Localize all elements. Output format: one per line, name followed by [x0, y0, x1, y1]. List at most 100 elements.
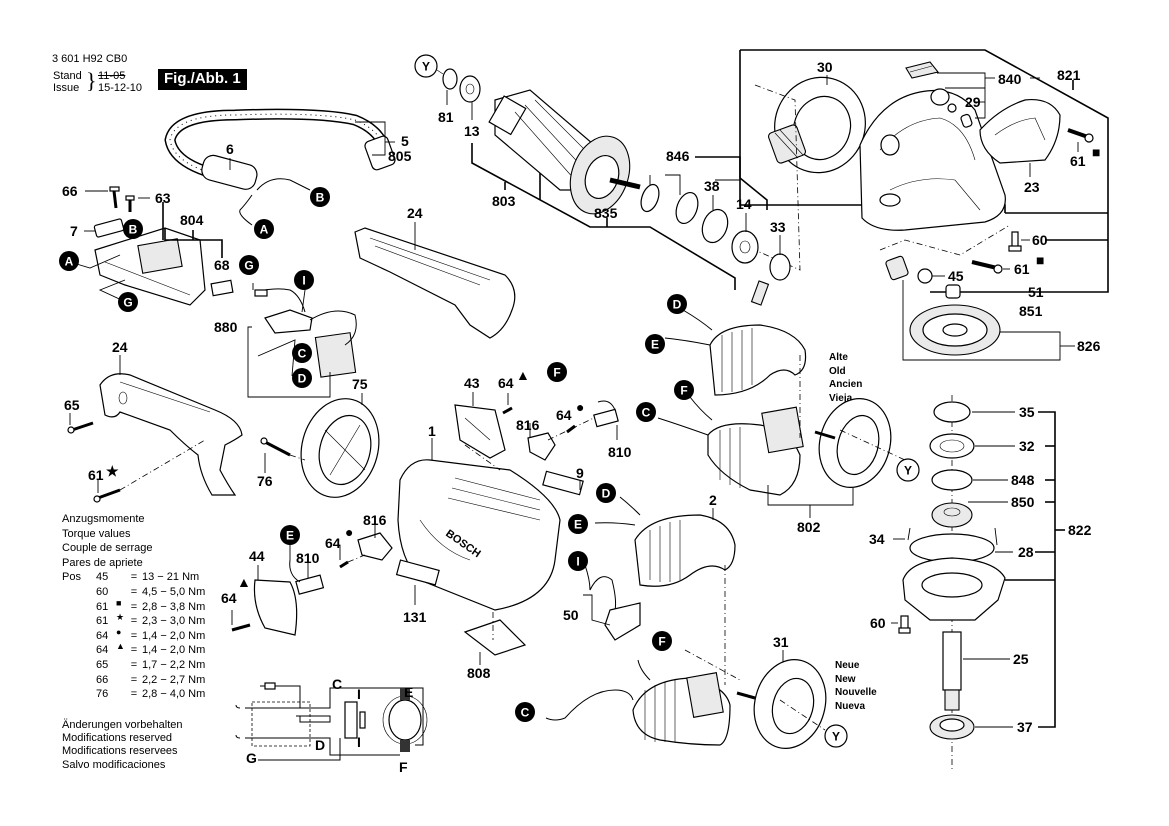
schematic-i-bottom: I: [357, 734, 361, 750]
dash-line: [839, 429, 906, 461]
connector-badge-g: [118, 292, 138, 312]
old-version-label: Alte Old Ancien Vieja: [829, 351, 862, 405]
torque-equals: =: [130, 673, 138, 686]
connector-y-label: Y: [904, 464, 912, 478]
label-31: 31: [773, 634, 789, 650]
schematic-d: D: [315, 737, 325, 753]
torque-equals: =: [130, 585, 138, 598]
dash-line: [289, 454, 306, 461]
part-51-bushing: [945, 284, 961, 299]
label-835: 835: [594, 205, 618, 221]
screw-63: [125, 195, 135, 212]
part-gear-housing: [859, 89, 1006, 231]
new-de: Neue: [835, 660, 860, 671]
label-808: 808: [467, 665, 491, 681]
label-816-left: 816: [363, 512, 387, 528]
part-810-carbon-brush: [593, 408, 619, 428]
issue-date: 15-12-10: [98, 82, 143, 94]
dot-marker: ●: [576, 399, 584, 415]
torque-equals: =: [130, 688, 138, 701]
connector-badge-a: [59, 251, 79, 271]
schematic-i-top: I: [357, 686, 361, 702]
part-848-circlip: [931, 469, 973, 491]
connector-badge-label: B: [316, 191, 325, 205]
screw-64-tri: [502, 406, 513, 415]
connector-badge-label: I: [576, 555, 579, 569]
torque-table: Anzugsmomente Torque values Couple de se…: [62, 512, 205, 702]
label-24-top: 24: [407, 205, 423, 221]
dash-line: [684, 649, 741, 681]
brush-wire: [289, 559, 301, 583]
stand-label: Stand: [53, 70, 82, 82]
torque-title-fr: Couple de serrage: [62, 542, 153, 555]
label-37: 37: [1017, 719, 1033, 735]
part-new-coil-lower: [632, 672, 731, 746]
label-821: 821: [1057, 67, 1081, 83]
label-64-dot: 64: [556, 407, 572, 423]
torque-position: 60: [96, 585, 109, 598]
screw-61-housing: [971, 260, 1003, 274]
dash-line: [347, 554, 366, 563]
screw-61-star: [93, 488, 121, 503]
torque-title-es: Pares de apriete: [62, 556, 143, 569]
part-31-new-baffle: [736, 658, 827, 750]
connector-badge-label: F: [553, 366, 560, 380]
connector-badge-label: C: [521, 706, 530, 720]
label-75: 75: [352, 376, 368, 392]
label-64-tri-left: 64: [221, 590, 237, 606]
part-30-flange: [768, 76, 866, 174]
part-6-power-cord: [164, 108, 396, 226]
wire-f-new: [637, 659, 651, 681]
part-810-carbon-brush-left: [295, 574, 325, 595]
torque-title-en: Torque values: [62, 527, 131, 540]
part-816-brush-holder-left: [357, 532, 393, 561]
connector-y-old: [896, 458, 920, 482]
label-32: 32: [1019, 438, 1035, 454]
label-13: 13: [464, 123, 480, 139]
dash-line: [464, 444, 501, 471]
connector-badge-d: [596, 483, 616, 503]
leader-803: [471, 143, 736, 290]
leader-802: [767, 485, 854, 506]
connector-badge-g: [239, 255, 259, 275]
part-25-spindle: [942, 631, 962, 711]
connector-badge-label: A: [65, 255, 74, 269]
part-labels: 81 13 5 805 6 803 835 846 38 14 33 30 84…: [62, 59, 1101, 735]
label-66: 66: [62, 183, 78, 199]
torque-equals: =: [130, 644, 138, 657]
label-840: 840: [998, 71, 1022, 87]
square-marker: ■: [1092, 144, 1100, 160]
old-fr: Ancien: [829, 379, 863, 390]
connector-badge-i: [294, 270, 314, 290]
part-846-washer: [675, 191, 699, 225]
connector-badge-i: [568, 551, 588, 571]
torque-marker: ●: [116, 626, 122, 637]
torque-marker: ▲: [116, 641, 125, 652]
label-816-right: 816: [516, 417, 540, 433]
part-75-end-cap: [300, 398, 380, 498]
star-marker: ★: [106, 463, 119, 479]
part-33-flange: [769, 253, 791, 281]
part-9-label: [542, 470, 584, 496]
wire-f-old: [689, 396, 713, 421]
torque-position: 61: [96, 600, 109, 613]
new-fr: Nouvelle: [835, 687, 877, 698]
torque-position: 76: [96, 688, 109, 701]
part-24-handle-left: [99, 373, 243, 496]
label-7: 7: [70, 223, 78, 239]
note-de: Änderungen vorbehalten: [62, 719, 183, 731]
connector-badge-f: [652, 631, 672, 651]
connector-badge-e: [645, 334, 665, 354]
triangle-marker: ▲: [516, 367, 530, 383]
leader-50: [583, 594, 611, 626]
connector-badge-label: B: [129, 223, 138, 237]
label-805: 805: [388, 148, 412, 164]
part-pinion: [885, 255, 909, 281]
connector-badge-label: C: [298, 347, 307, 361]
leader-826: [902, 280, 1061, 361]
torque-pos-label: Pos: [62, 571, 81, 584]
label-851: 851: [1019, 303, 1043, 319]
bracket-822: [1038, 411, 1056, 728]
